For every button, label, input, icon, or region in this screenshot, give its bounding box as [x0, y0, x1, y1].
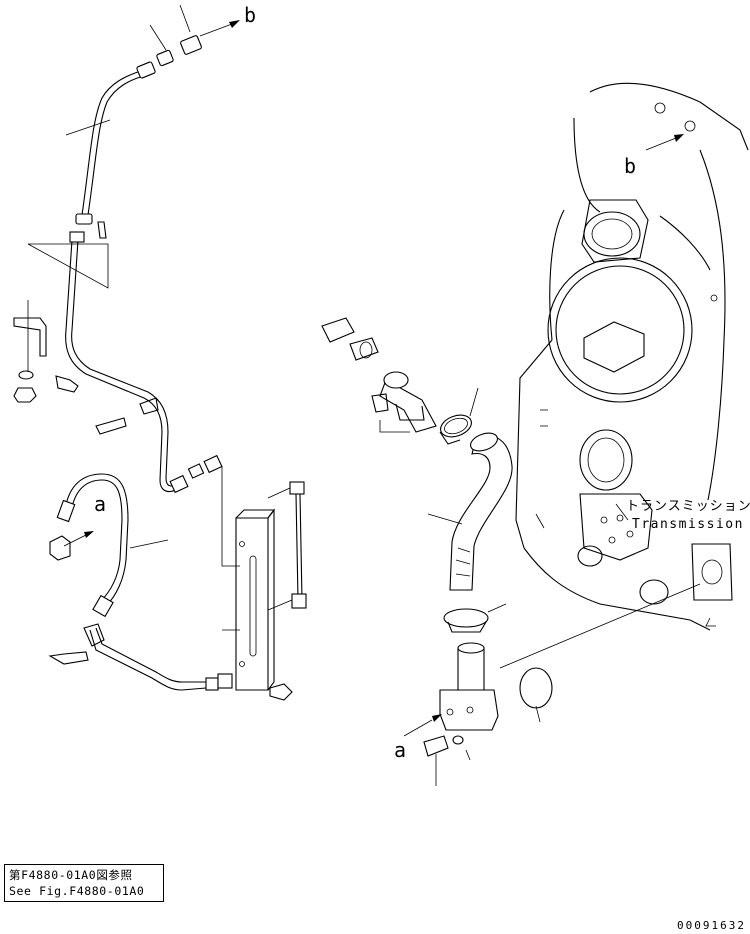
pressure-switch: [321, 317, 379, 361]
transmission-label-en: Transmission: [632, 517, 744, 532]
callout-a-left: a: [94, 492, 107, 516]
adapter-block: [403, 642, 499, 786]
elbow-tube: [371, 371, 437, 433]
transmission-leader: [615, 503, 629, 521]
gasket-oval: [499, 583, 701, 723]
b-arrow-top: [149, 4, 240, 51]
callout-b-right: b: [624, 154, 637, 178]
support-bracket: [221, 466, 307, 701]
transmission-label-jp: トランスミッション: [626, 499, 750, 514]
hose-clamps: [439, 387, 479, 445]
clamp-bracket-group: [13, 221, 109, 403]
transmission-housing: [515, 82, 749, 631]
drawing-number: 00091632: [677, 919, 746, 932]
callout-b-top: b: [244, 3, 257, 27]
reference-note-box: 第F4880-01A0図参照 See Fig.F4880-01A0: [4, 864, 164, 902]
callout-a-bottom: a: [394, 738, 407, 762]
left-long-pipe: [65, 231, 223, 494]
reference-note-en: See Fig.F4880-01A0: [9, 884, 145, 898]
reference-note-jp: 第F4880-01A0図参照: [9, 868, 133, 882]
upper-oil-pipe: [65, 35, 202, 225]
bottom-left-pipe: [48, 623, 233, 691]
b-arrow-right: [645, 134, 684, 151]
lower-left-pipe: [49, 473, 169, 618]
rubber-hose: [427, 432, 513, 633]
